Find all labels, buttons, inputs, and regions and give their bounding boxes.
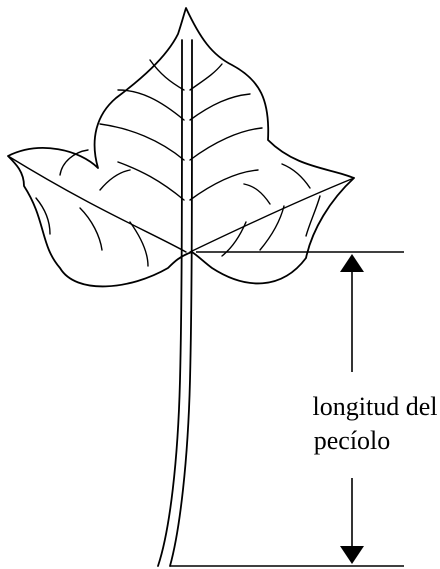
petiole-length-label-line-1: longitud del	[300, 390, 440, 424]
petiole-length-label-line-2: pecíolo	[300, 424, 404, 458]
arrowhead-down-icon	[340, 546, 364, 564]
petiole	[158, 40, 192, 566]
arrowhead-up-icon	[340, 254, 364, 272]
